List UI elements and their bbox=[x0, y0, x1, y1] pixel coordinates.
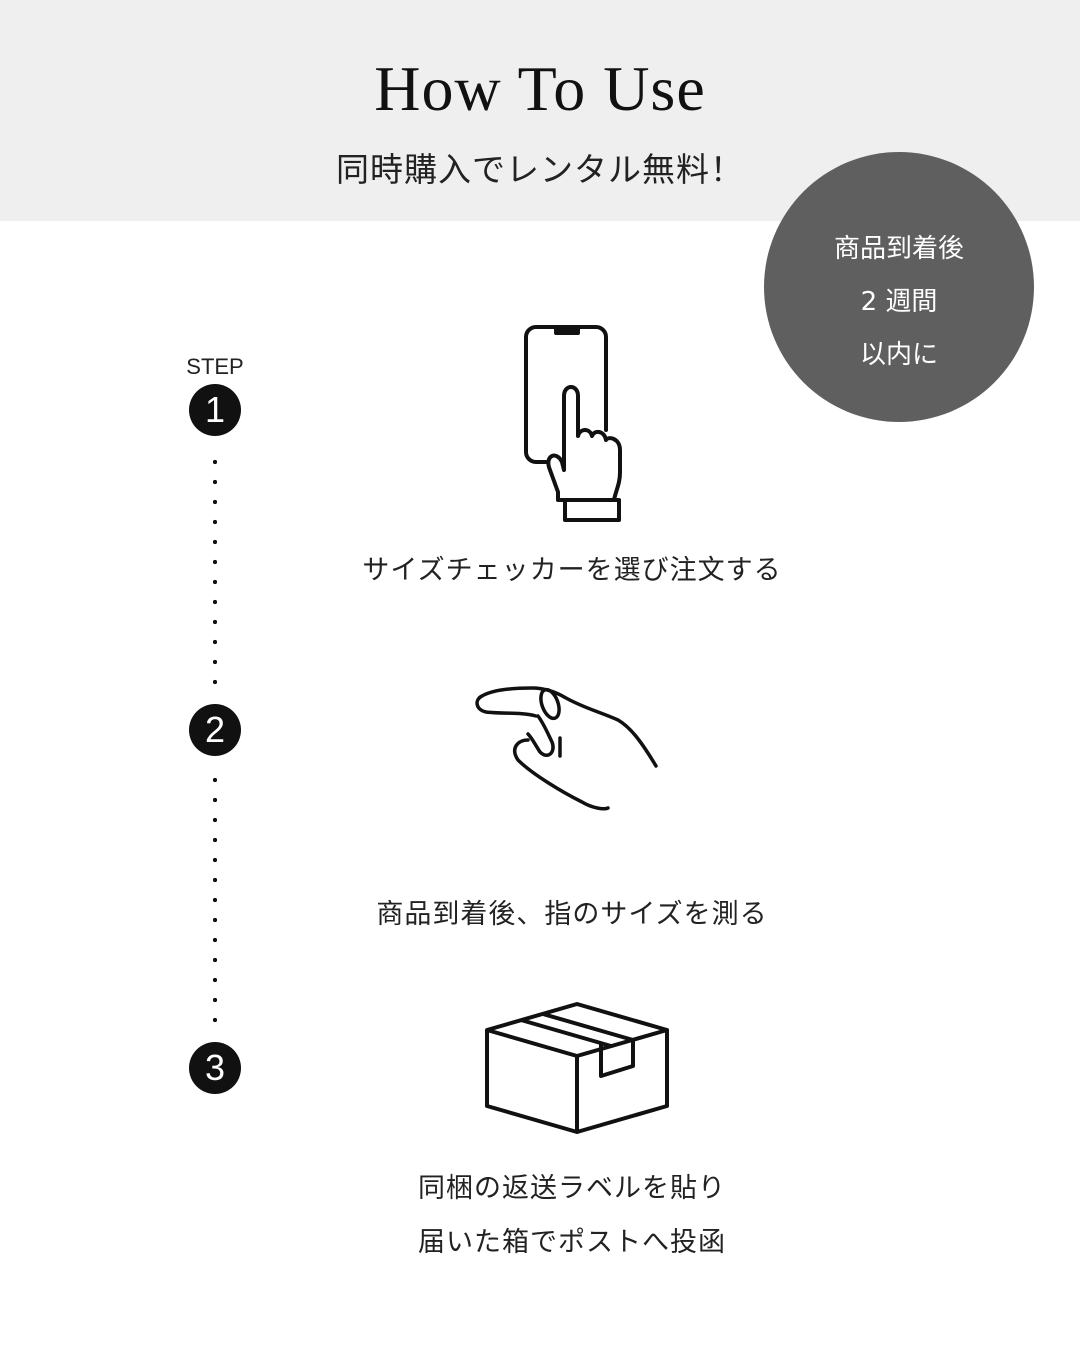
badge-line: 商品到着後 bbox=[833, 234, 964, 264]
badge-line: 以内に bbox=[859, 340, 938, 370]
step-number-1: 1 bbox=[189, 384, 241, 436]
step-label: STEP bbox=[186, 354, 244, 379]
badge-line: 2 週間 bbox=[860, 287, 938, 317]
step-connector bbox=[213, 452, 217, 697]
phone-tap-icon bbox=[524, 325, 622, 522]
finger-ring-icon bbox=[475, 686, 658, 811]
step-number-2: 2 bbox=[189, 704, 241, 756]
step-connector bbox=[213, 770, 217, 1032]
header-banner: How To Use 同時購入でレンタル無料！ bbox=[0, 0, 1080, 221]
rental-period-badge: 商品到着後 2 週間 以内に bbox=[764, 152, 1034, 422]
page-title: How To Use bbox=[374, 53, 706, 124]
step-3-caption-line-1: 同梱の返送ラベルを貼り bbox=[418, 1173, 726, 1204]
box-icon bbox=[485, 1002, 669, 1134]
step-2-caption: 商品到着後、指のサイズを測る bbox=[376, 899, 768, 930]
step-number-3: 3 bbox=[189, 1042, 241, 1094]
step-3-caption-line-2: 届いた箱でポストへ投函 bbox=[418, 1227, 726, 1258]
step-1-caption: サイズチェッカーを選び注文する bbox=[362, 555, 782, 586]
page-subtitle: 同時購入でレンタル無料！ bbox=[336, 150, 744, 189]
